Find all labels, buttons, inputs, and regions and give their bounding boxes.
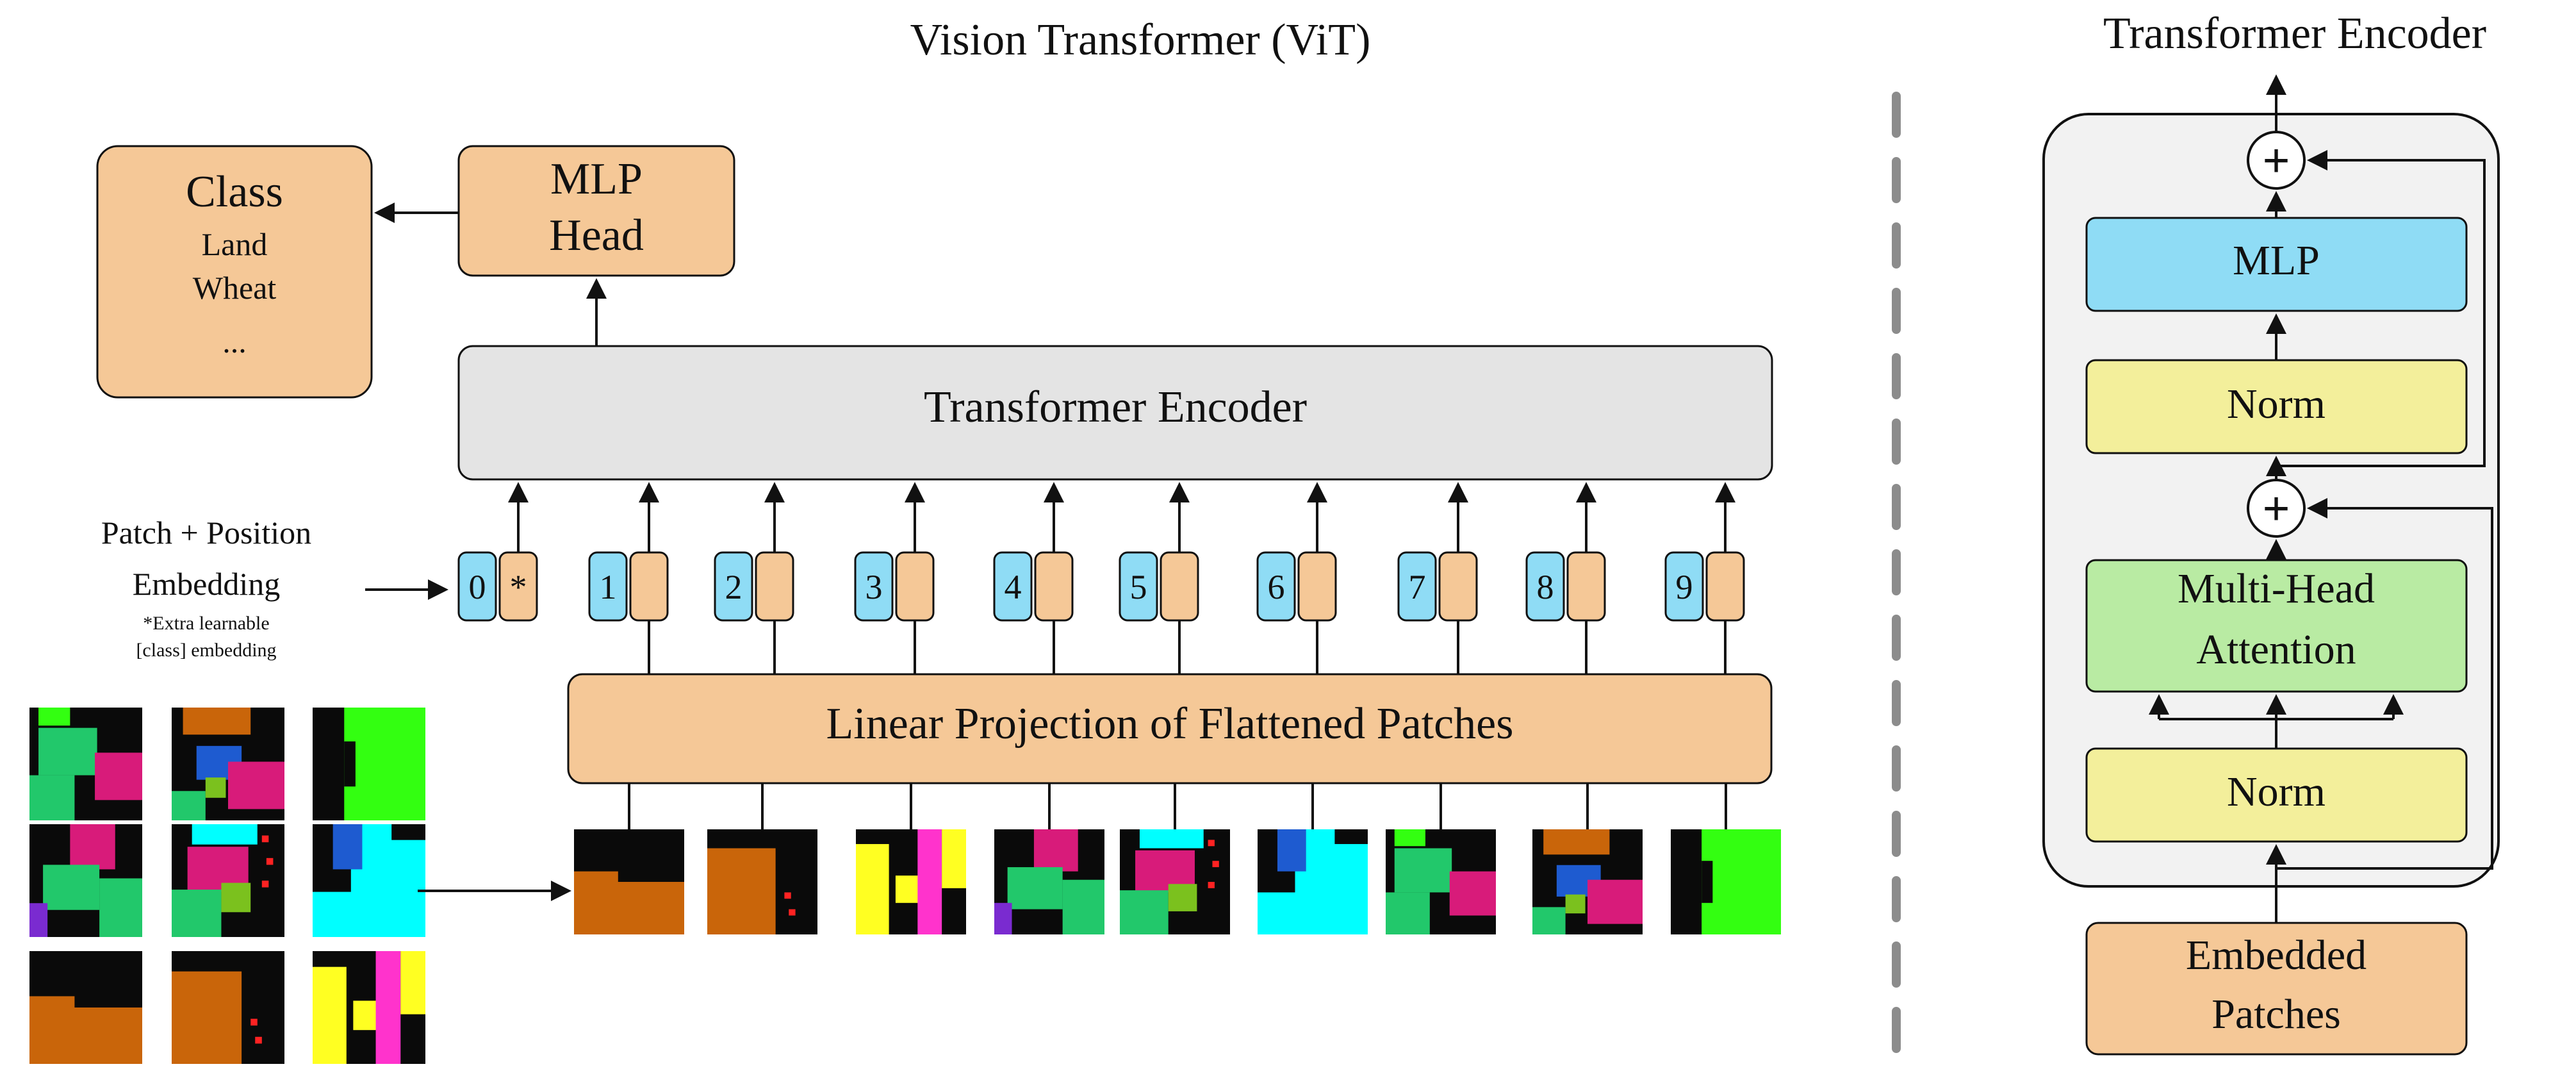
patch-embedding-box xyxy=(1160,551,1199,622)
class-box-title: Class xyxy=(186,167,283,217)
norm-bottom-label: Norm xyxy=(2227,768,2326,815)
add-symbol-top: + xyxy=(2262,134,2290,188)
token-8: 8 xyxy=(1525,482,1606,674)
position-index: 8 xyxy=(1537,568,1554,606)
patch-embedding-box xyxy=(1566,551,1606,622)
add-node-middle: + xyxy=(2247,479,2306,538)
position-index: 9 xyxy=(1676,568,1693,606)
embedded-patches-box: Embedded Patches xyxy=(2085,922,2468,1056)
patch-embedding-box xyxy=(755,551,794,622)
flattened-patch-8 xyxy=(1532,829,1643,934)
multi-head-attention-box: Multi-Head Attention xyxy=(2085,559,2468,693)
flattened-patch-1 xyxy=(574,829,684,934)
mlp-label: MLP xyxy=(2233,237,2320,284)
class-embedding-note: [class] embedding xyxy=(136,640,276,661)
patch-embedding-box xyxy=(895,551,935,622)
transformer-encoder-label: Transformer Encoder xyxy=(924,383,1307,432)
position-embedding-box xyxy=(588,551,628,622)
transformer-encoder-box: Transformer Encoder xyxy=(457,345,1773,481)
residual-connection-attention xyxy=(2276,498,2493,870)
position-embedding-box xyxy=(457,551,497,622)
residual-connection-mlp xyxy=(2276,150,2486,467)
flattened-patch-3 xyxy=(856,829,966,934)
linear-projection-label: Linear Projection of Flattened Patches xyxy=(826,699,1513,749)
add-symbol-middle: + xyxy=(2262,482,2290,536)
patch-embedding-box xyxy=(1297,551,1337,622)
flattened-patch-6 xyxy=(1258,829,1368,934)
flattened-patch-5 xyxy=(1120,829,1230,934)
flattened-patch-4 xyxy=(994,829,1104,934)
extra-learnable-note: *Extra learnable xyxy=(143,613,269,634)
grid-patch-6 xyxy=(313,824,425,937)
grid-patch-4 xyxy=(29,824,142,937)
token-5: 5 xyxy=(1119,482,1199,674)
token-1: 1 xyxy=(588,482,669,674)
class-item-wheat: Wheat xyxy=(193,270,277,306)
mlp-head-line1: MLP xyxy=(550,154,643,204)
grid-patch-8 xyxy=(172,951,284,1064)
position-embedding-box xyxy=(1664,551,1704,622)
position-embedding-box xyxy=(1397,551,1437,622)
position-index: 5 xyxy=(1130,568,1147,606)
add-node-top: + xyxy=(2247,131,2306,190)
token-6: 6 xyxy=(1256,482,1337,674)
position-embedding-box xyxy=(993,551,1033,622)
mlp-box: MLP xyxy=(2085,217,2468,312)
position-index: 0 xyxy=(469,568,486,606)
token-2: 2 xyxy=(714,482,794,674)
patch-embedding-box xyxy=(629,551,669,622)
grid-patch-7 xyxy=(29,951,142,1064)
position-embedding-box xyxy=(1256,551,1296,622)
grid-patch-2 xyxy=(172,708,284,820)
position-index: 1 xyxy=(600,568,617,606)
token-0: 0* xyxy=(457,482,538,622)
mlp-head-box: MLP Head xyxy=(457,145,735,277)
position-index: 4 xyxy=(1005,568,1022,606)
patch-embedding-box xyxy=(1438,551,1478,622)
position-embedding-box xyxy=(1119,551,1158,622)
grid-patch-3 xyxy=(313,708,425,820)
norm-box-bottom: Norm xyxy=(2085,747,2468,843)
token-9: 9 xyxy=(1664,482,1745,674)
position-index: 2 xyxy=(725,568,742,606)
vit-title: Vision Transformer (ViT) xyxy=(910,15,1371,65)
position-index: 6 xyxy=(1268,568,1285,606)
linear-projection-box: Linear Projection of Flattened Patches xyxy=(567,673,1773,784)
mlp-head-line2: Head xyxy=(549,211,644,260)
flattened-patch-9 xyxy=(1671,829,1781,934)
token-4: 4 xyxy=(993,482,1074,674)
position-embedding-box xyxy=(714,551,753,622)
attention-line1: Multi-Head xyxy=(2178,565,2375,612)
attention-line2: Attention xyxy=(2196,626,2356,673)
class-token-symbol: * xyxy=(510,568,527,606)
patch-embedding-line2: Embedding xyxy=(133,566,281,602)
token-7: 7 xyxy=(1397,482,1478,674)
position-embedding-box xyxy=(854,551,894,622)
grid-patch-5 xyxy=(172,824,284,937)
grid-patch-9 xyxy=(313,951,425,1064)
image-patches xyxy=(29,708,1781,1064)
patch-embedding-line1: Patch + Position xyxy=(101,515,311,551)
patch-embedding-box xyxy=(1705,551,1745,622)
flattened-patch-7 xyxy=(1386,829,1496,934)
embedded-patches-line1: Embedded xyxy=(2186,932,2367,979)
flattened-patch-2 xyxy=(707,829,817,934)
position-index: 3 xyxy=(866,568,883,606)
position-embedding-box xyxy=(1525,551,1565,622)
position-index: 7 xyxy=(1409,568,1426,606)
class-item-land: Land xyxy=(202,226,268,262)
patch-embedding-box xyxy=(1034,551,1074,622)
embedded-patches-line2: Patches xyxy=(2211,991,2341,1038)
grid-patch-1 xyxy=(29,708,142,820)
norm-top-label: Norm xyxy=(2227,381,2326,427)
norm-box-top: Norm xyxy=(2085,359,2468,454)
class-item-ellipsis: ... xyxy=(222,324,247,360)
token-3: 3 xyxy=(854,482,935,674)
class-box: Class Land Wheat ... xyxy=(96,145,373,399)
encoder-detail-title: Transformer Encoder xyxy=(2103,9,2486,58)
